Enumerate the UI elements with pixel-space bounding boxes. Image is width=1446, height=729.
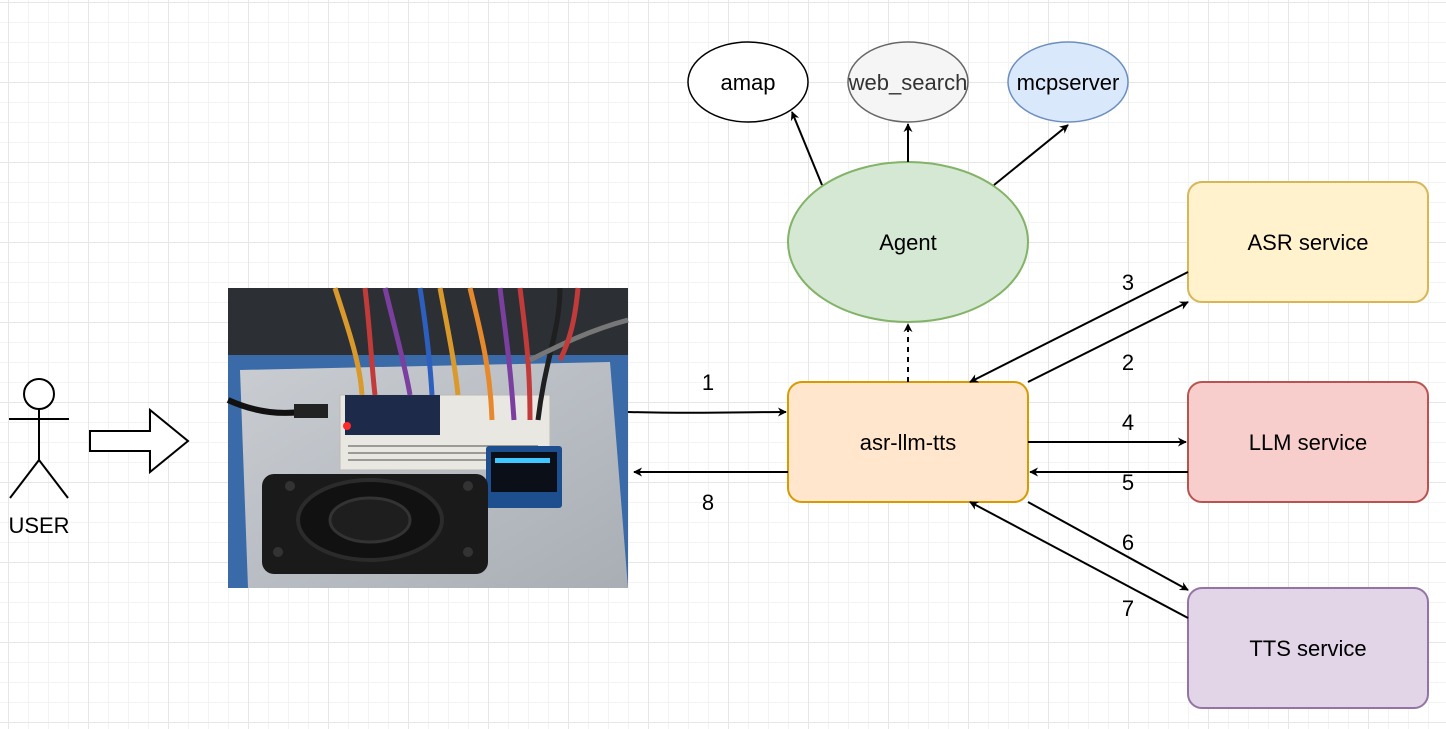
step-label-2: 2: [1122, 350, 1134, 375]
tool-mcpserver-label: mcpserver: [1017, 70, 1120, 95]
llm-service-node: LLM service: [1187, 381, 1429, 503]
tool-web-search-label: web_search: [848, 70, 968, 95]
step-label-8: 8: [702, 490, 714, 515]
agent-label: Agent: [879, 230, 937, 255]
tool-amap: amap: [687, 41, 809, 123]
device-photo: [226, 287, 629, 588]
hub-to-asr-arrow-2: [1027, 301, 1189, 383]
hub-to-tts-arrow-6: [1027, 501, 1189, 591]
hub-label: asr-llm-tts: [860, 430, 957, 455]
tts-service-node: TTS service: [1187, 587, 1429, 709]
user-stick-figure-icon: [9, 378, 69, 499]
llm-service-label: LLM service: [1249, 430, 1368, 455]
step-label-7: 7: [1122, 596, 1134, 621]
hub-node: asr-llm-tts: [787, 381, 1029, 503]
asr-service-label: ASR service: [1247, 230, 1368, 255]
tool-amap-label: amap: [720, 70, 775, 95]
user-label: USER: [8, 513, 69, 538]
agent-to-mcpserver-arrow: [993, 124, 1069, 186]
tool-web-search: web_search: [847, 41, 969, 123]
user-to-device-arrow-icon: [89, 407, 190, 475]
step-label-4: 4: [1122, 410, 1134, 435]
device-to-hub-arrow-1: [627, 407, 787, 417]
agent-node: Agent: [787, 161, 1029, 323]
step-labels: 1 2 3 4 5 6 7 8: [702, 270, 1134, 621]
asr-service-node: ASR service: [1187, 181, 1429, 303]
step-label-5: 5: [1122, 470, 1134, 495]
step-label-6: 6: [1122, 530, 1134, 555]
connectors: [627, 111, 1189, 619]
asr-to-hub-arrow-3: [969, 271, 1189, 383]
tool-mcpserver: mcpserver: [1007, 41, 1129, 123]
step-label-1: 1: [702, 370, 714, 395]
tts-to-hub-arrow-7: [969, 501, 1189, 619]
agent-to-amap-arrow: [790, 111, 823, 186]
step-label-3: 3: [1122, 270, 1134, 295]
tts-service-label: TTS service: [1249, 636, 1366, 661]
